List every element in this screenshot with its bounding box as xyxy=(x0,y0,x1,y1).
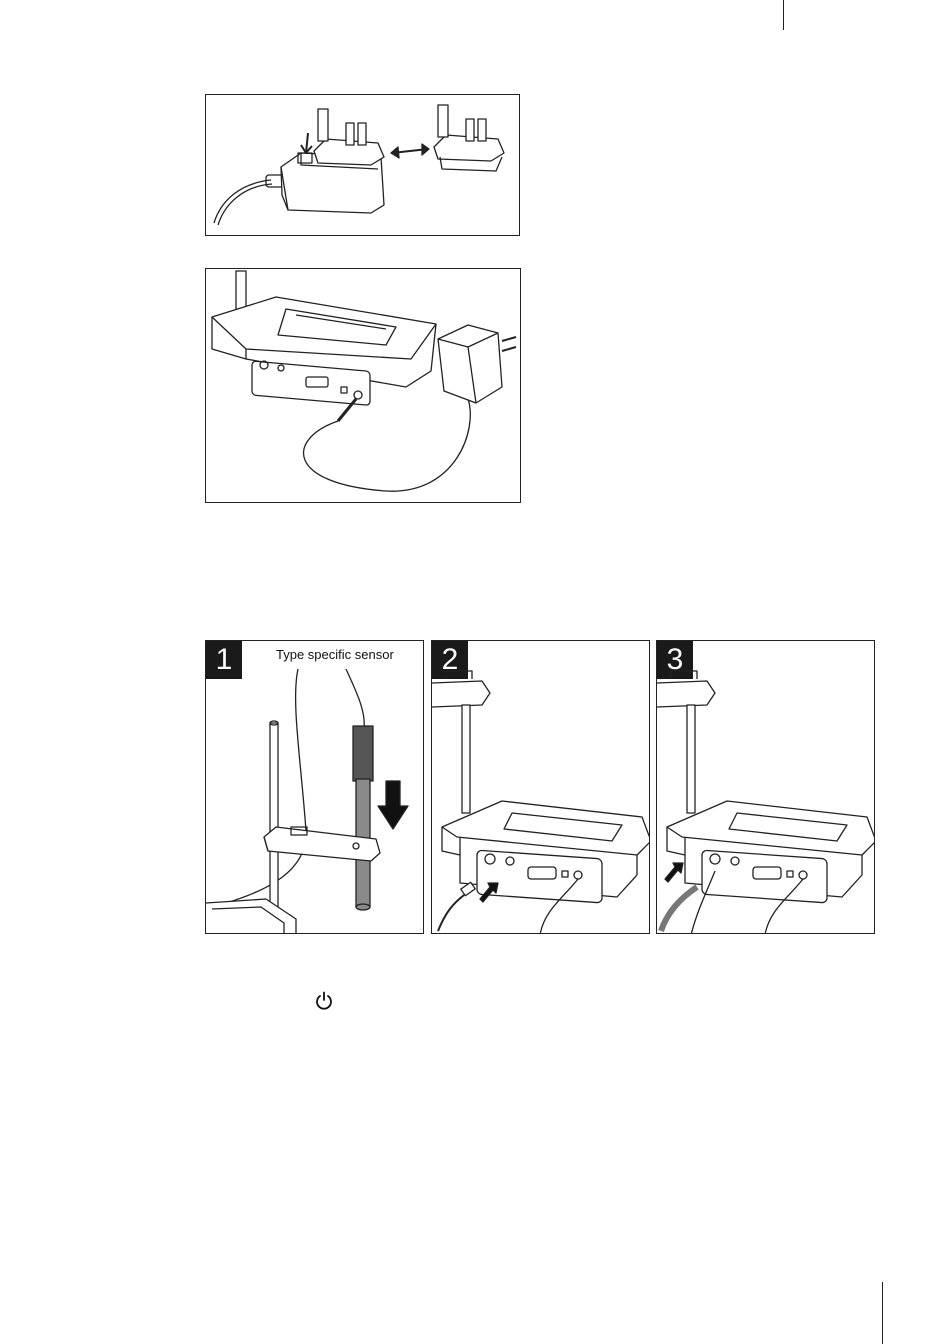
figure-meter-mains-connection xyxy=(205,268,521,503)
page-margin-rule xyxy=(882,1282,883,1344)
connect-cable-illustration xyxy=(432,641,650,934)
adapter-illustration xyxy=(206,95,520,236)
power-icon xyxy=(313,990,335,1012)
figure-adapter-plug-change xyxy=(205,94,520,236)
figure-step-1: 1 Type specific sensor xyxy=(205,640,424,934)
meter-power-illustration xyxy=(206,269,521,503)
sensor-mount-illustration xyxy=(206,641,424,934)
crop-mark xyxy=(783,0,784,30)
figure-step-2: 2 xyxy=(431,640,650,934)
figure-step-3: 3 xyxy=(656,640,875,934)
connect-sensor-illustration xyxy=(657,641,875,934)
